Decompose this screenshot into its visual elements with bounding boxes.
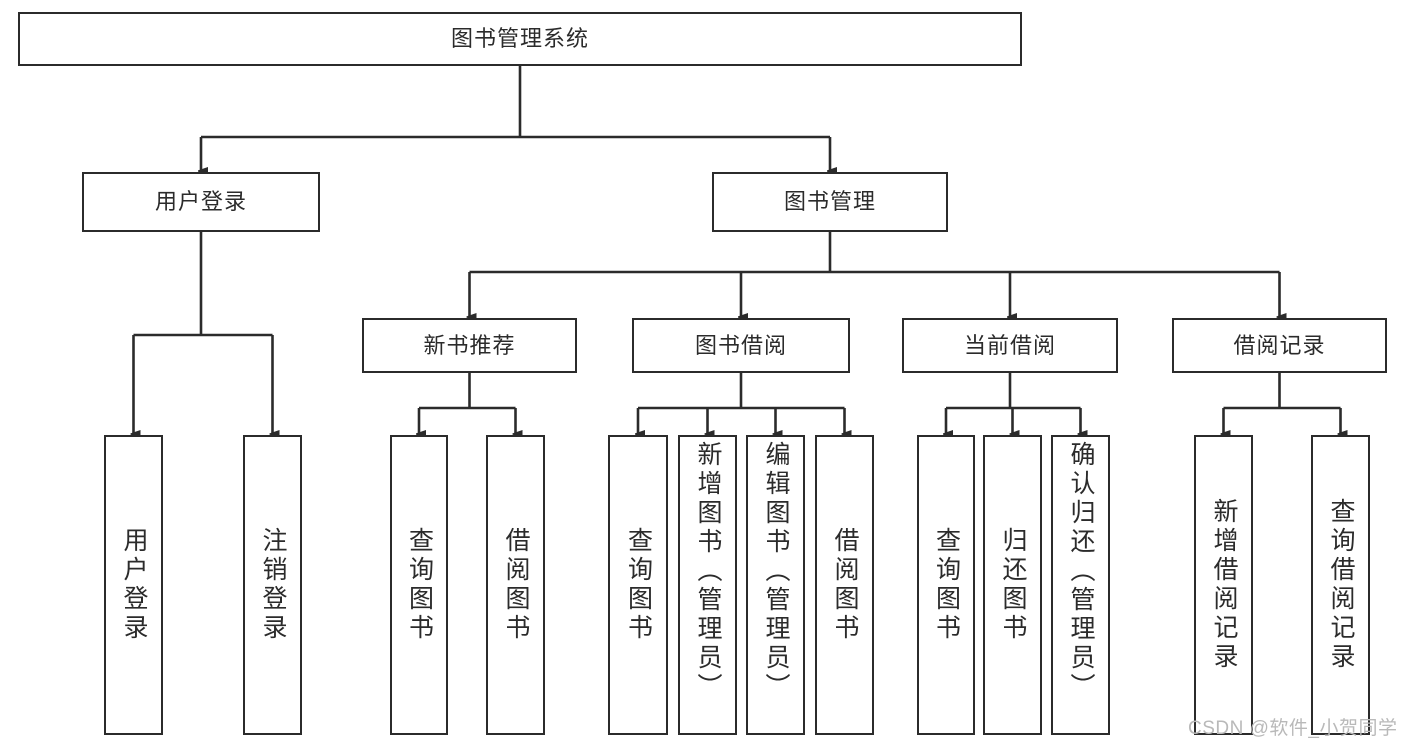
node-label: 归还图书	[999, 527, 1027, 643]
node-borrow[interactable]: 图书借阅	[632, 318, 850, 373]
node-leaf-add-book[interactable]: 新增图书（管理员）	[678, 435, 737, 735]
node-current[interactable]: 当前借阅	[902, 318, 1118, 373]
node-leaf-confirm-ret[interactable]: 确认归还（管理员）	[1051, 435, 1110, 735]
node-login[interactable]: 用户登录	[82, 172, 320, 232]
node-label: 借阅图书	[831, 527, 859, 643]
node-label: 编辑图书（管理员）	[762, 441, 790, 702]
node-label: 新增图书（管理员）	[694, 441, 722, 702]
node-records[interactable]: 借阅记录	[1172, 318, 1387, 373]
node-newbook[interactable]: 新书推荐	[362, 318, 577, 373]
node-bookmgmt[interactable]: 图书管理	[712, 172, 948, 232]
node-leaf-edit-book[interactable]: 编辑图书（管理员）	[746, 435, 805, 735]
node-label: 注销登录	[259, 527, 287, 643]
node-label: 查询图书	[932, 527, 961, 643]
node-label: 新书推荐	[423, 332, 516, 358]
node-leaf-borrow-new[interactable]: 借阅图书	[486, 435, 545, 735]
node-label: 借阅记录	[1233, 332, 1326, 358]
node-leaf-add-record[interactable]: 新增借阅记录	[1194, 435, 1253, 735]
node-label: 用户登录	[154, 189, 247, 215]
node-leaf-query-cur[interactable]: 查询图书	[917, 435, 975, 735]
node-label: 图书管理系统	[450, 26, 589, 52]
node-leaf-borrow-book[interactable]: 借阅图书	[815, 435, 874, 735]
node-label: 借阅图书	[502, 527, 530, 643]
node-leaf-query-book[interactable]: 查询图书	[608, 435, 668, 735]
node-leaf-user-login[interactable]: 用户登录	[104, 435, 163, 735]
node-leaf-return-book[interactable]: 归还图书	[983, 435, 1042, 735]
node-label: 图书借阅	[694, 332, 787, 358]
node-leaf-query-new[interactable]: 查询图书	[390, 435, 448, 735]
watermark: CSDN @软件_小贺同学	[1188, 718, 1398, 739]
node-label: 查询借阅记录	[1327, 498, 1355, 672]
node-label: 图书管理	[783, 189, 876, 215]
node-root[interactable]: 图书管理系统	[18, 12, 1022, 66]
node-label: 当前借阅	[963, 332, 1056, 358]
node-label: 查询图书	[405, 527, 434, 643]
node-label: 新增借阅记录	[1210, 498, 1238, 672]
node-label: 确认归还（管理员）	[1067, 441, 1095, 702]
node-label: 查询图书	[624, 527, 653, 643]
node-label: 用户登录	[120, 527, 148, 643]
node-leaf-logout[interactable]: 注销登录	[243, 435, 302, 735]
node-leaf-query-record[interactable]: 查询借阅记录	[1311, 435, 1370, 735]
